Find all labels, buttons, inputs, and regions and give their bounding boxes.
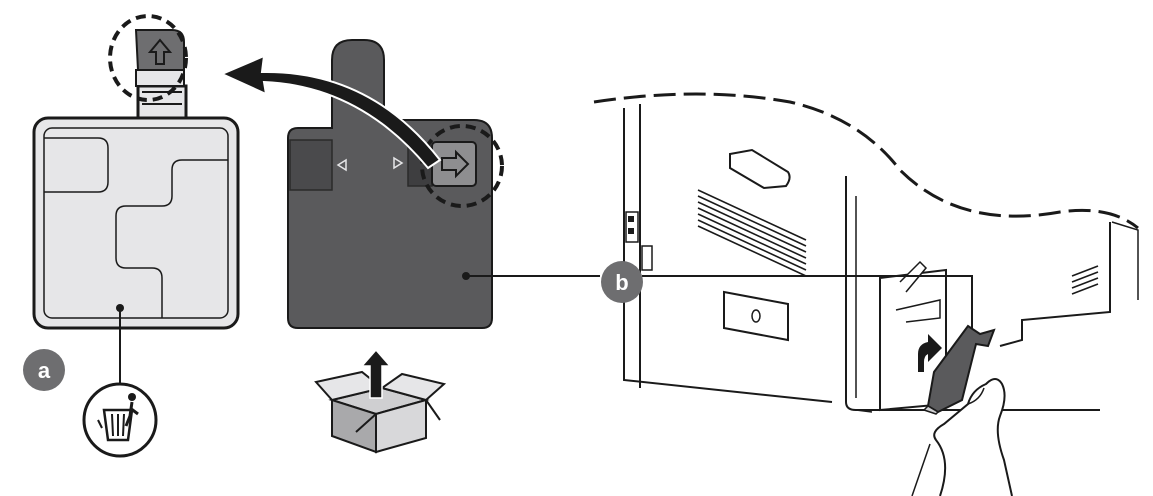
- move-cap-arrow: [219, 54, 442, 170]
- hand-with-container: [911, 324, 1013, 496]
- open-box-with-arrow-icon: [314, 348, 447, 454]
- recycle-bin-icon: [82, 382, 158, 458]
- callout-b: b: [601, 261, 643, 303]
- curved-up-arrow-icon: [918, 334, 942, 372]
- callout-a-label: a: [38, 358, 51, 383]
- printer-body: [593, 92, 1139, 413]
- callout-b-label: b: [615, 270, 628, 295]
- cap-highlight: [108, 14, 188, 102]
- tab-highlight: [420, 124, 504, 208]
- up-arrow-icon: [147, 38, 173, 65]
- callout-a: a: [23, 349, 65, 391]
- used-container: [32, 14, 240, 384]
- callout-b-leader: [642, 275, 973, 336]
- right-arrow-icon: [441, 149, 470, 179]
